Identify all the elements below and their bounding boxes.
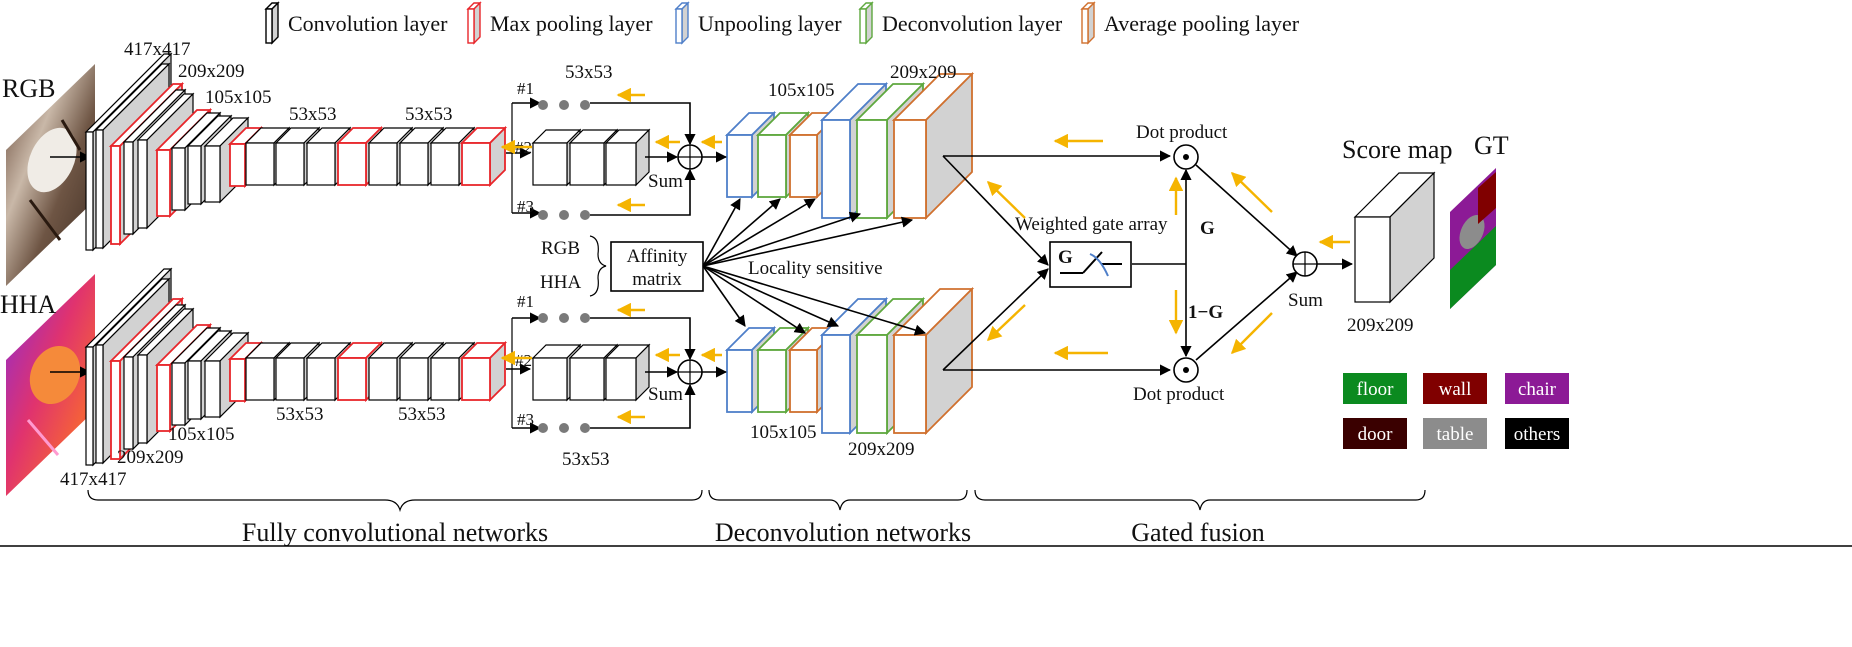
layer-block-20	[604, 128, 651, 187]
size-label-417-top: 417x417	[124, 39, 191, 60]
size-label-53-bottom-b: 53x53	[398, 404, 446, 425]
section-brackets	[87, 489, 1426, 513]
legend-label-0: Convolution layer	[288, 11, 448, 36]
dot-product-bottom-label: Dot product	[1133, 384, 1225, 405]
sum-label-fusion: Sum	[1288, 290, 1323, 311]
dot-product-top-label: Dot product	[1136, 122, 1228, 143]
layer-block-54	[1353, 171, 1436, 304]
layer-block-17	[459, 125, 508, 188]
branch-label-1-bottom: #1	[517, 292, 534, 311]
gate-box-symbol: G	[1058, 247, 1073, 268]
class-swatch-others: others	[1505, 418, 1569, 449]
size-label-105-top-deconv: 105x105	[768, 80, 835, 101]
affinity-matrix-box	[610, 241, 704, 292]
size-label-53-top-a: 53x53	[289, 104, 337, 125]
size-label-209-top: 209x209	[178, 61, 245, 82]
class-legend: floor wall chair door table others	[1343, 373, 1569, 449]
bottom-branch-connectors	[506, 312, 728, 434]
score-map-size: 209x209	[1347, 315, 1414, 336]
legend-item-1: Max pooling layer	[466, 1, 653, 45]
size-label-53-bottom-a: 53x53	[276, 404, 324, 425]
ground-truth-image	[1450, 168, 1496, 309]
legend-label-2: Unpooling layer	[698, 11, 842, 36]
layer-block-47	[604, 343, 651, 402]
size-label-53-top-b: 53x53	[405, 104, 453, 125]
size-label-105-bottom: 105x105	[168, 424, 235, 445]
feedback-arrows	[500, 87, 1350, 425]
class-label-chair: chair	[1518, 379, 1557, 400]
layer-block-53	[891, 286, 975, 436]
class-swatch-wall: wall	[1423, 373, 1487, 404]
legend-item-4: Average pooling layer	[1080, 1, 1300, 45]
weighted-gate-array-label: Weighted gate array	[1015, 214, 1168, 235]
legend-item-0: Convolution layer	[264, 1, 448, 45]
gt-label: GT	[1474, 131, 1509, 160]
affinity-brace	[589, 235, 607, 297]
size-label-105-top: 105x105	[205, 87, 272, 108]
class-label-wall: wall	[1439, 379, 1472, 400]
size-label-53-top-c: 53x53	[565, 62, 613, 83]
layer-block-44	[459, 340, 508, 403]
branch-label-1-top: #1	[517, 79, 534, 98]
layer-block-26	[891, 71, 975, 221]
size-label-105-bottom-deconv: 105x105	[750, 422, 817, 443]
rgb-label: RGB	[2, 74, 55, 103]
size-label-209-top-deconv: 209x209	[890, 62, 957, 83]
legend: Convolution layer Max pooling layer Unpool…	[264, 1, 1300, 45]
gated-fusion-connectors	[942, 144, 1354, 383]
legend-label-1: Max pooling layer	[490, 11, 653, 36]
legend-item-3: Deconvolution layer	[858, 1, 1063, 45]
affinity-line-2: matrix	[632, 269, 682, 290]
hha-input-image	[6, 274, 95, 496]
gate-one-minus-g-label: 1−G	[1188, 302, 1223, 323]
size-label-417-bottom: 417x417	[60, 469, 127, 490]
sum-label-top: Sum	[648, 171, 683, 192]
locality-label: Locality sensitive	[748, 258, 883, 279]
class-swatch-table: table	[1423, 418, 1487, 449]
size-label-209-bottom: 209x209	[117, 447, 184, 468]
branch-label-2-bottom: #2	[515, 351, 532, 370]
affinity-rgb-label: RGB	[541, 238, 580, 259]
branch-label-3-bottom: #3	[517, 410, 534, 429]
score-map-title: Score map	[1342, 135, 1452, 164]
class-swatch-door: door	[1343, 418, 1407, 449]
size-label-53-bottom-c: 53x53	[562, 449, 610, 470]
hha-label: HHA	[0, 290, 57, 319]
class-swatch-chair: chair	[1505, 373, 1569, 404]
weighted-gate-box: G	[1049, 241, 1132, 288]
class-label-table: table	[1437, 424, 1474, 445]
size-label-209-bottom-deconv: 209x209	[848, 439, 915, 460]
class-swatch-floor: floor	[1343, 373, 1407, 404]
top-branch-connectors	[506, 97, 728, 220]
branch-label-3-top: #3	[517, 197, 534, 216]
sum-label-bottom: Sum	[648, 384, 683, 405]
section-label-fcn: Fully convolutional networks	[242, 518, 548, 547]
legend-label-3: Deconvolution layer	[882, 11, 1063, 36]
affinity-line-1: Affinity	[627, 246, 688, 267]
section-label-deconv: Deconvolution networks	[715, 518, 971, 547]
section-label-gated: Gated fusion	[1131, 518, 1265, 547]
class-label-floor: floor	[1357, 379, 1395, 400]
class-label-door: door	[1358, 424, 1394, 445]
gate-g-label: G	[1200, 218, 1215, 239]
affinity-fanout-arrows	[702, 198, 927, 336]
affinity-hha-label: HHA	[540, 272, 581, 293]
layer-blocks	[84, 52, 1436, 467]
rgb-input-image	[6, 64, 95, 286]
class-label-others: others	[1514, 424, 1560, 445]
legend-label-4: Average pooling layer	[1104, 11, 1300, 36]
legend-item-2: Unpooling layer	[674, 1, 842, 45]
